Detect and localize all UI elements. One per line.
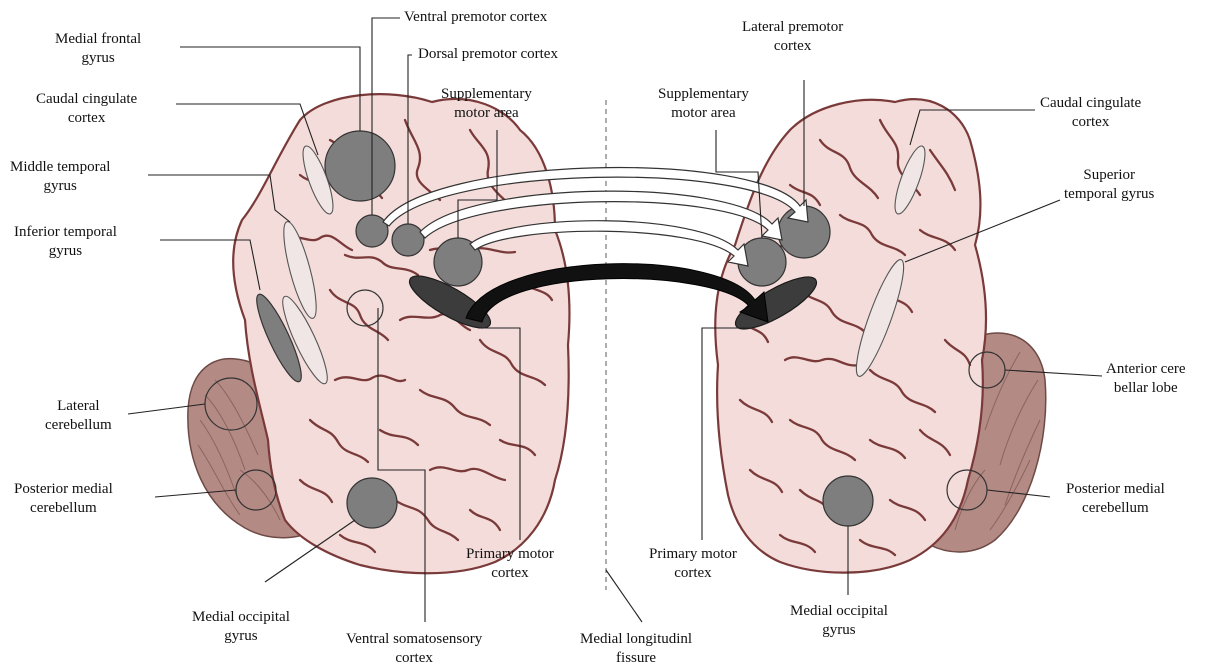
label-lateral-cerebellum: Lateral cerebellum <box>45 397 112 435</box>
label-caudal-cingulate-cortex-right: Caudal cingulate cortex <box>1040 94 1141 132</box>
left-hemisphere <box>188 94 570 573</box>
medial-frontal-gyrus-region <box>325 131 395 201</box>
label-medial-frontal-gyrus: Medial frontal gyrus <box>55 30 141 68</box>
label-superior-temporal-gyrus: Superior temporal gyrus <box>1064 166 1154 204</box>
dorsal-premotor-region <box>392 224 424 256</box>
label-primary-motor-cortex-right: Primary motor cortex <box>649 545 737 583</box>
label-posterior-medial-cerebellum-left: Posterior medial cerebellum <box>14 480 113 518</box>
label-middle-temporal-gyrus: Middle temporal gyrus <box>10 158 110 196</box>
label-posterior-medial-cerebellum-right: Posterior medial cerebellum <box>1066 480 1165 518</box>
medial-occipital-region-right <box>823 476 873 526</box>
label-ventral-premotor-cortex: Ventral premotor cortex <box>404 8 547 27</box>
label-dorsal-premotor-cortex: Dorsal premotor cortex <box>418 45 558 64</box>
label-ventral-somatosensory-cortex: Ventral somatosensory cortex <box>346 630 482 668</box>
label-caudal-cingulate-cortex-left: Caudal cingulate cortex <box>36 90 137 128</box>
label-medial-longitudinal-fissure: Medial longitudinl fissure <box>580 630 692 668</box>
label-anterior-cerebellar-lobe: Anterior cere bellar lobe <box>1106 360 1186 398</box>
right-hemisphere <box>715 99 1046 572</box>
label-supplementary-motor-area-left: Supplementary motor area <box>441 85 532 123</box>
label-lateral-premotor-cortex: Lateral premotor cortex <box>742 18 843 56</box>
label-inferior-temporal-gyrus: Inferior temporal gyrus <box>14 223 117 261</box>
label-supplementary-motor-area-right: Supplementary motor area <box>658 85 749 123</box>
ventral-premotor-region <box>356 215 388 247</box>
label-primary-motor-cortex-left: Primary motor cortex <box>466 545 554 583</box>
label-medial-occipital-gyrus-right: Medial occipital gyrus <box>790 602 888 640</box>
label-medial-occipital-gyrus-left: Medial occipital gyrus <box>192 608 290 646</box>
